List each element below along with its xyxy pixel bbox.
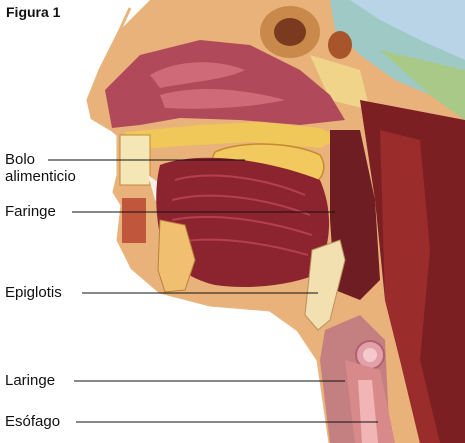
label-epiglotis: Epiglotis [5,284,62,301]
label-faringe: Faringe [5,203,56,220]
label-bolo-line1: Bolo [5,151,76,168]
label-bolo-line2: alimenticio [5,168,76,185]
figure-title: Figura 1 [6,4,60,20]
label-bolo: Bolo alimenticio [5,151,76,185]
label-esofago: Esófago [5,413,60,430]
label-laringe: Laringe [5,372,55,389]
